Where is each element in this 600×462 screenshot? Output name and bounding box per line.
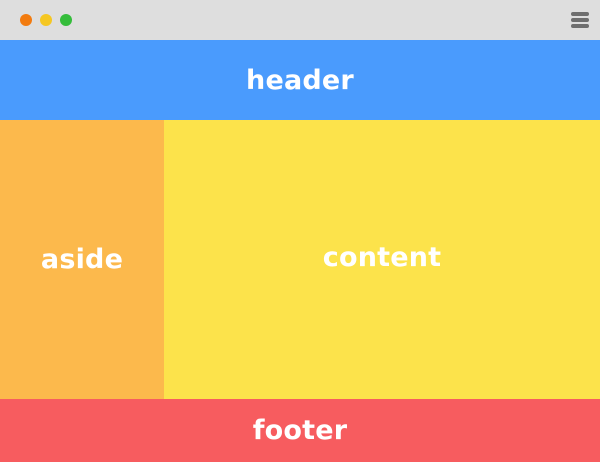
header-label: header (246, 64, 354, 96)
hamburger-menu-icon[interactable] (571, 11, 589, 29)
footer-region: footer (0, 399, 600, 462)
menu-icon-bar (571, 18, 589, 22)
content-region: content (164, 120, 600, 399)
content-label: content (322, 242, 442, 273)
aside-region: aside (0, 120, 164, 399)
title-bar (0, 0, 600, 40)
aside-label: aside (40, 244, 124, 275)
menu-icon-bar (571, 12, 589, 16)
header-region: header (0, 40, 600, 120)
footer-label: footer (252, 415, 348, 446)
minimize-button[interactable] (40, 14, 52, 26)
menu-icon-bar (571, 24, 589, 28)
maximize-button[interactable] (60, 14, 72, 26)
close-button[interactable] (20, 14, 32, 26)
